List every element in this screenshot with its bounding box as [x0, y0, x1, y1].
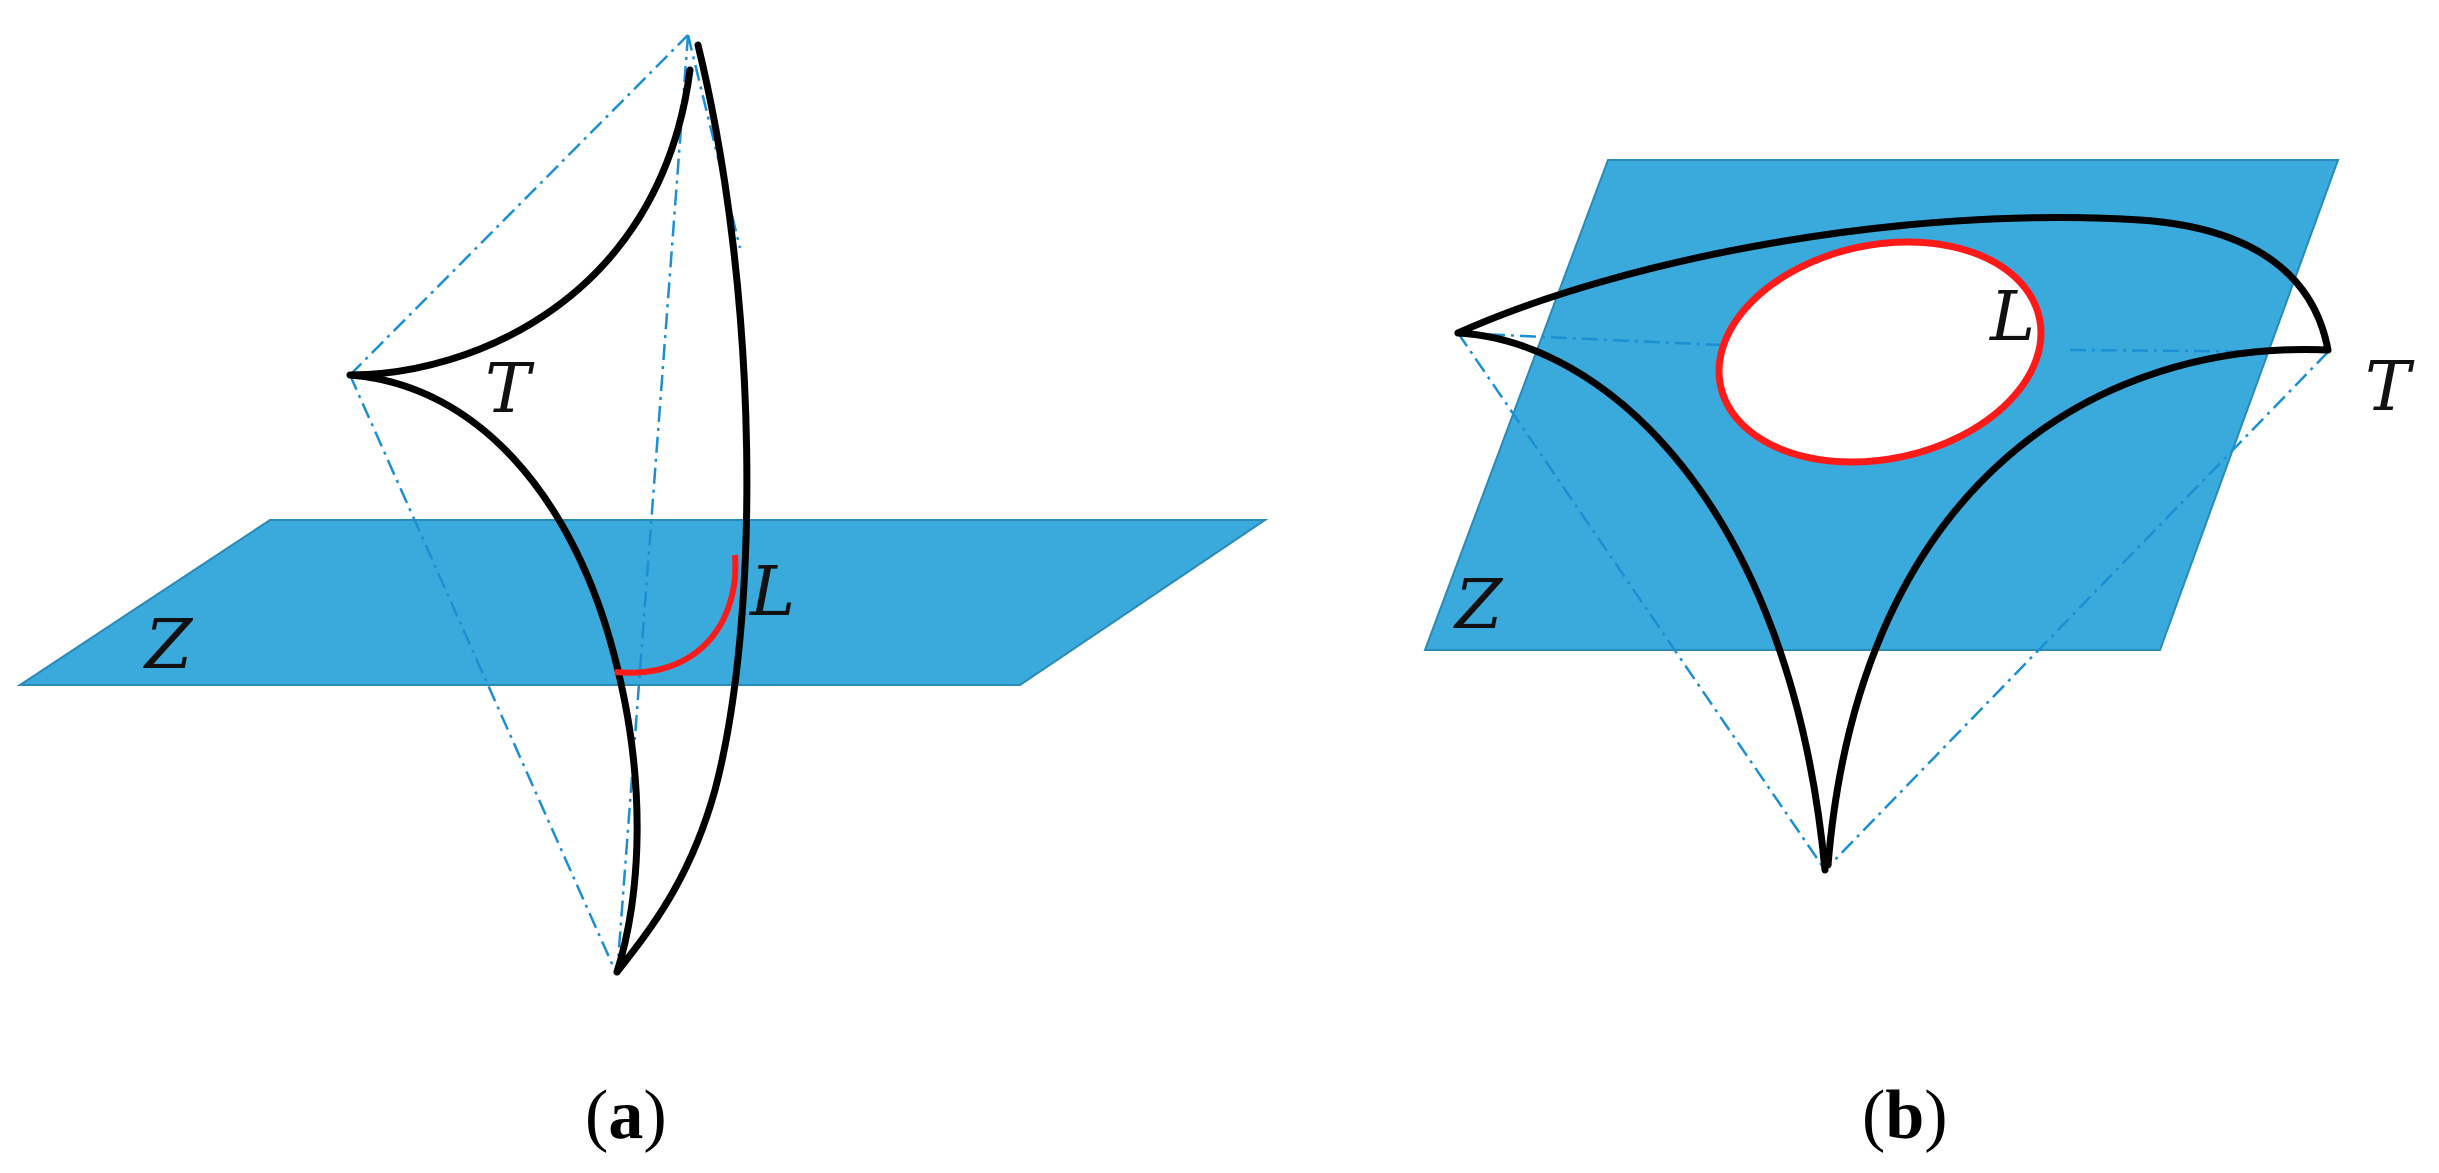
panel-a-curve-left — [346, 371, 641, 976]
panel-a-guide-edge-1 — [349, 34, 689, 376]
panel-b-curve-top — [1454, 214, 2332, 354]
panel-a-guide-edge-3 — [615, 34, 690, 976]
panel-b-surface-curves — [1454, 214, 2332, 874]
panel-b-curve-left — [1454, 329, 1829, 874]
panel-a-plane-z — [16, 519, 1269, 686]
panel-a-caption-letter: a — [608, 1077, 643, 1154]
panel-a-label-t: T — [485, 350, 535, 429]
panel-a-label-z: Z — [143, 606, 194, 685]
panel-b-label-t: T — [2365, 348, 2415, 427]
panel-a-curve-right — [613, 41, 751, 976]
panel-a-guide-lines — [348, 34, 742, 976]
panel-a-caption-open: ( — [585, 1077, 608, 1154]
panel-a-caption: (a) — [585, 1077, 667, 1154]
panel-b-caption-close: ) — [1924, 1077, 1947, 1154]
panel-b-curve-right — [1824, 346, 2332, 869]
panel-b-caption-letter: b — [1885, 1077, 1924, 1154]
panel-a-guide-edge-4 — [686, 34, 742, 249]
panel-b-label-l: L — [1988, 278, 2035, 357]
panel-b-caption-open: ( — [1862, 1077, 1885, 1154]
panel-b-loop-l — [1715, 238, 2045, 466]
panel-a-caption-close: ) — [643, 1077, 666, 1154]
panel-a-surface-curves — [346, 41, 751, 976]
panel-b-guide-lines — [1456, 331, 2329, 871]
panel-b: L T Z (b) — [1423, 159, 2415, 1154]
panel-a-label-l: L — [748, 553, 795, 632]
panel-a-loop-l — [614, 554, 739, 676]
panel-a: T L Z (a) — [16, 34, 1269, 1154]
panel-b-guide-edge-2 — [1824, 351, 2329, 871]
panel-a-curve-top — [346, 66, 694, 379]
panel-b-guide-edge-4 — [2069, 348, 2329, 354]
panel-b-caption: (b) — [1862, 1077, 1948, 1154]
panel-b-label-z: Z — [1453, 566, 1504, 645]
panel-b-guide-edge-1 — [1456, 332, 1827, 871]
panel-b-guide-edge-3 — [1457, 331, 1721, 347]
